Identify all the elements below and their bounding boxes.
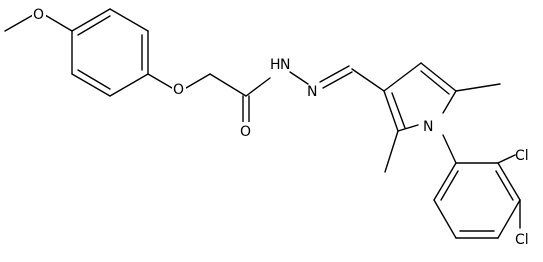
atom-o-ether: O — [173, 82, 184, 98]
ring-b-bond-2-inner — [495, 170, 514, 201]
pyrrole-c4-c5-inner — [420, 70, 450, 95]
atom-o-carbonyl: O — [240, 124, 251, 140]
bond-aryl-o — [147, 73, 173, 89]
atom-labels: O O O H N N N Cl Cl — [32, 5, 529, 248]
pyrrole-c2-c3-inner — [391, 92, 406, 129]
atom-n-pyrrole: N — [423, 119, 433, 135]
ring-a-bond-1 — [71, 8, 111, 32]
pyrrole-c2-c3 — [383, 90, 399, 132]
ring-b-bond-3 — [497, 199, 521, 239]
pyrrole-c3-c4 — [383, 62, 422, 92]
bond-n-ch-double-b — [322, 71, 353, 89]
bond-ch-pyrrole — [351, 68, 385, 92]
ring-b-bond-2 — [497, 162, 521, 201]
label-bg-o-methoxy — [32, 5, 46, 23]
bond-o-aryl — [44, 14, 73, 32]
bond-c2-methyl — [384, 130, 399, 173]
bond-methyl-o — [4, 14, 34, 32]
ring-a-bond-1-inner — [77, 15, 111, 36]
bond-ch2-co — [209, 73, 247, 97]
pyrrole-c4-c5 — [420, 62, 457, 92]
ring-b-bond-5 — [433, 199, 457, 239]
ring-a-bond-2 — [109, 8, 149, 32]
bond-nh-n — [289, 71, 309, 85]
label-bg-o-ether — [172, 80, 186, 98]
atom-h-amide: H — [270, 57, 281, 73]
ring-b-bond-6-inner — [440, 170, 459, 201]
pyrrole-n-c2 — [397, 124, 419, 132]
bond-n-aryl — [442, 134, 457, 164]
bond-n-ch-double-a — [319, 65, 350, 83]
ring-a-bond-5-inner — [77, 69, 111, 90]
label-bg-o-carbonyl — [239, 122, 253, 140]
atom-n-imine: N — [307, 84, 317, 100]
bond-co-nh — [245, 77, 271, 97]
ring-a-bond-5 — [71, 73, 111, 97]
atom-n-amide: N — [280, 57, 290, 73]
pyrrole-c5-n — [442, 90, 457, 114]
atom-cl-para: Cl — [515, 232, 529, 248]
atom-cl-ortho: Cl — [515, 148, 529, 164]
ring-a-bond-4 — [109, 73, 149, 97]
bond-c5-methyl — [455, 83, 501, 92]
bond-lines — [4, 8, 521, 239]
bond-o-ch2 — [185, 73, 211, 89]
bond-c-cl-ortho — [497, 154, 516, 164]
ring-b-bond-6 — [433, 162, 457, 201]
atom-o-methoxy: O — [33, 7, 44, 23]
